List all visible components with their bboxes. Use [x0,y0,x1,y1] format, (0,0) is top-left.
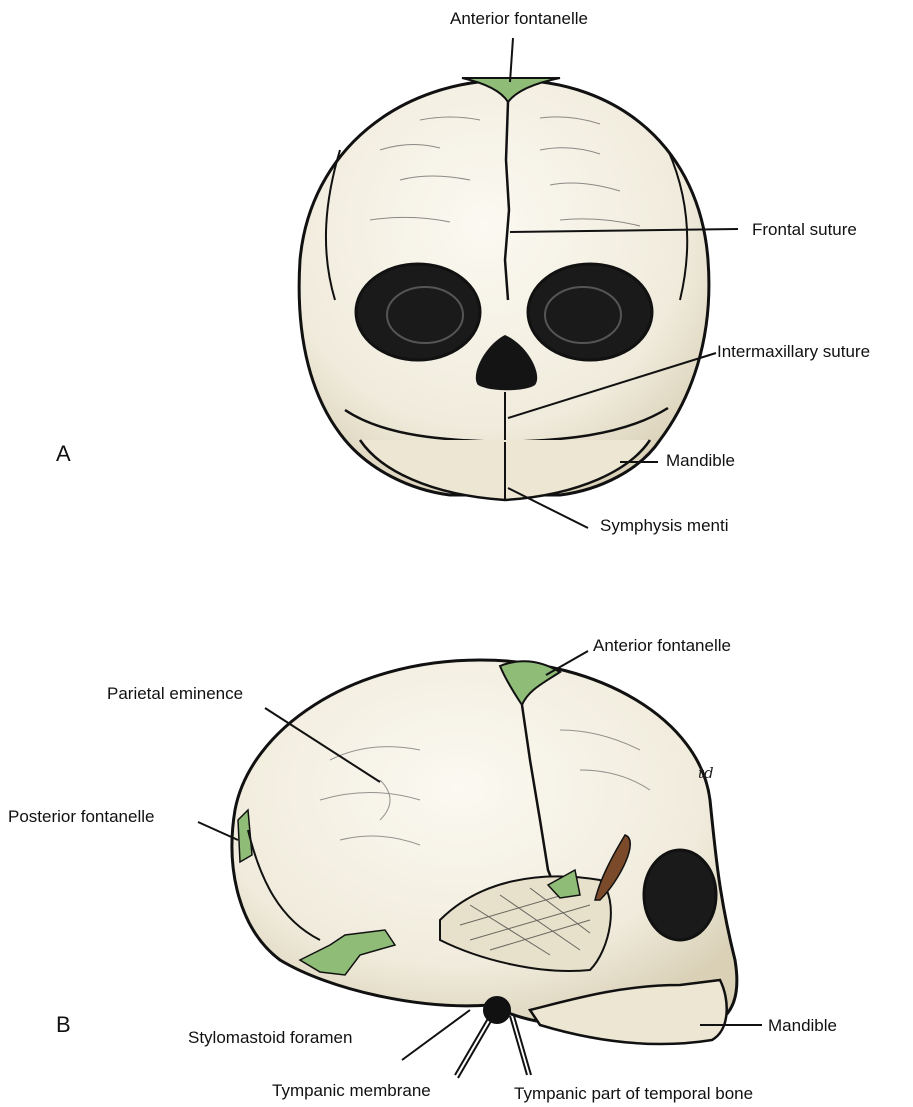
label-anterior-fontanelle-b: Anterior fontanelle [593,637,731,654]
orbit-right [528,264,652,360]
orbit-lateral [644,850,716,940]
label-mandible-a: Mandible [666,452,735,469]
label-parietal-eminence: Parietal eminence [107,685,243,702]
label-mandible-b: Mandible [768,1017,837,1034]
label-symphysis-menti: Symphysis menti [600,517,728,534]
label-tympanic-membrane: Tympanic membrane [272,1082,431,1099]
lateral-cranium [232,660,737,1024]
artist-signature: td [698,764,714,782]
label-anterior-fontanelle-a: Anterior fontanelle [450,10,588,27]
label-intermaxillary-suture: Intermaxillary suture [717,343,870,360]
skull-lateral-view [232,660,737,1044]
orbit-left [356,264,480,360]
label-posterior-fontanelle: Posterior fontanelle [8,808,154,825]
label-stylomastoid-foramen: Stylomastoid foramen [188,1029,352,1046]
panel-letter-b: B [56,1012,71,1038]
label-tympanic-part-temporal-bone: Tympanic part of temporal bone [514,1085,753,1102]
skull-frontal-view [299,78,709,500]
panel-letter-a: A [56,441,71,467]
label-frontal-suture: Frontal suture [752,221,857,238]
